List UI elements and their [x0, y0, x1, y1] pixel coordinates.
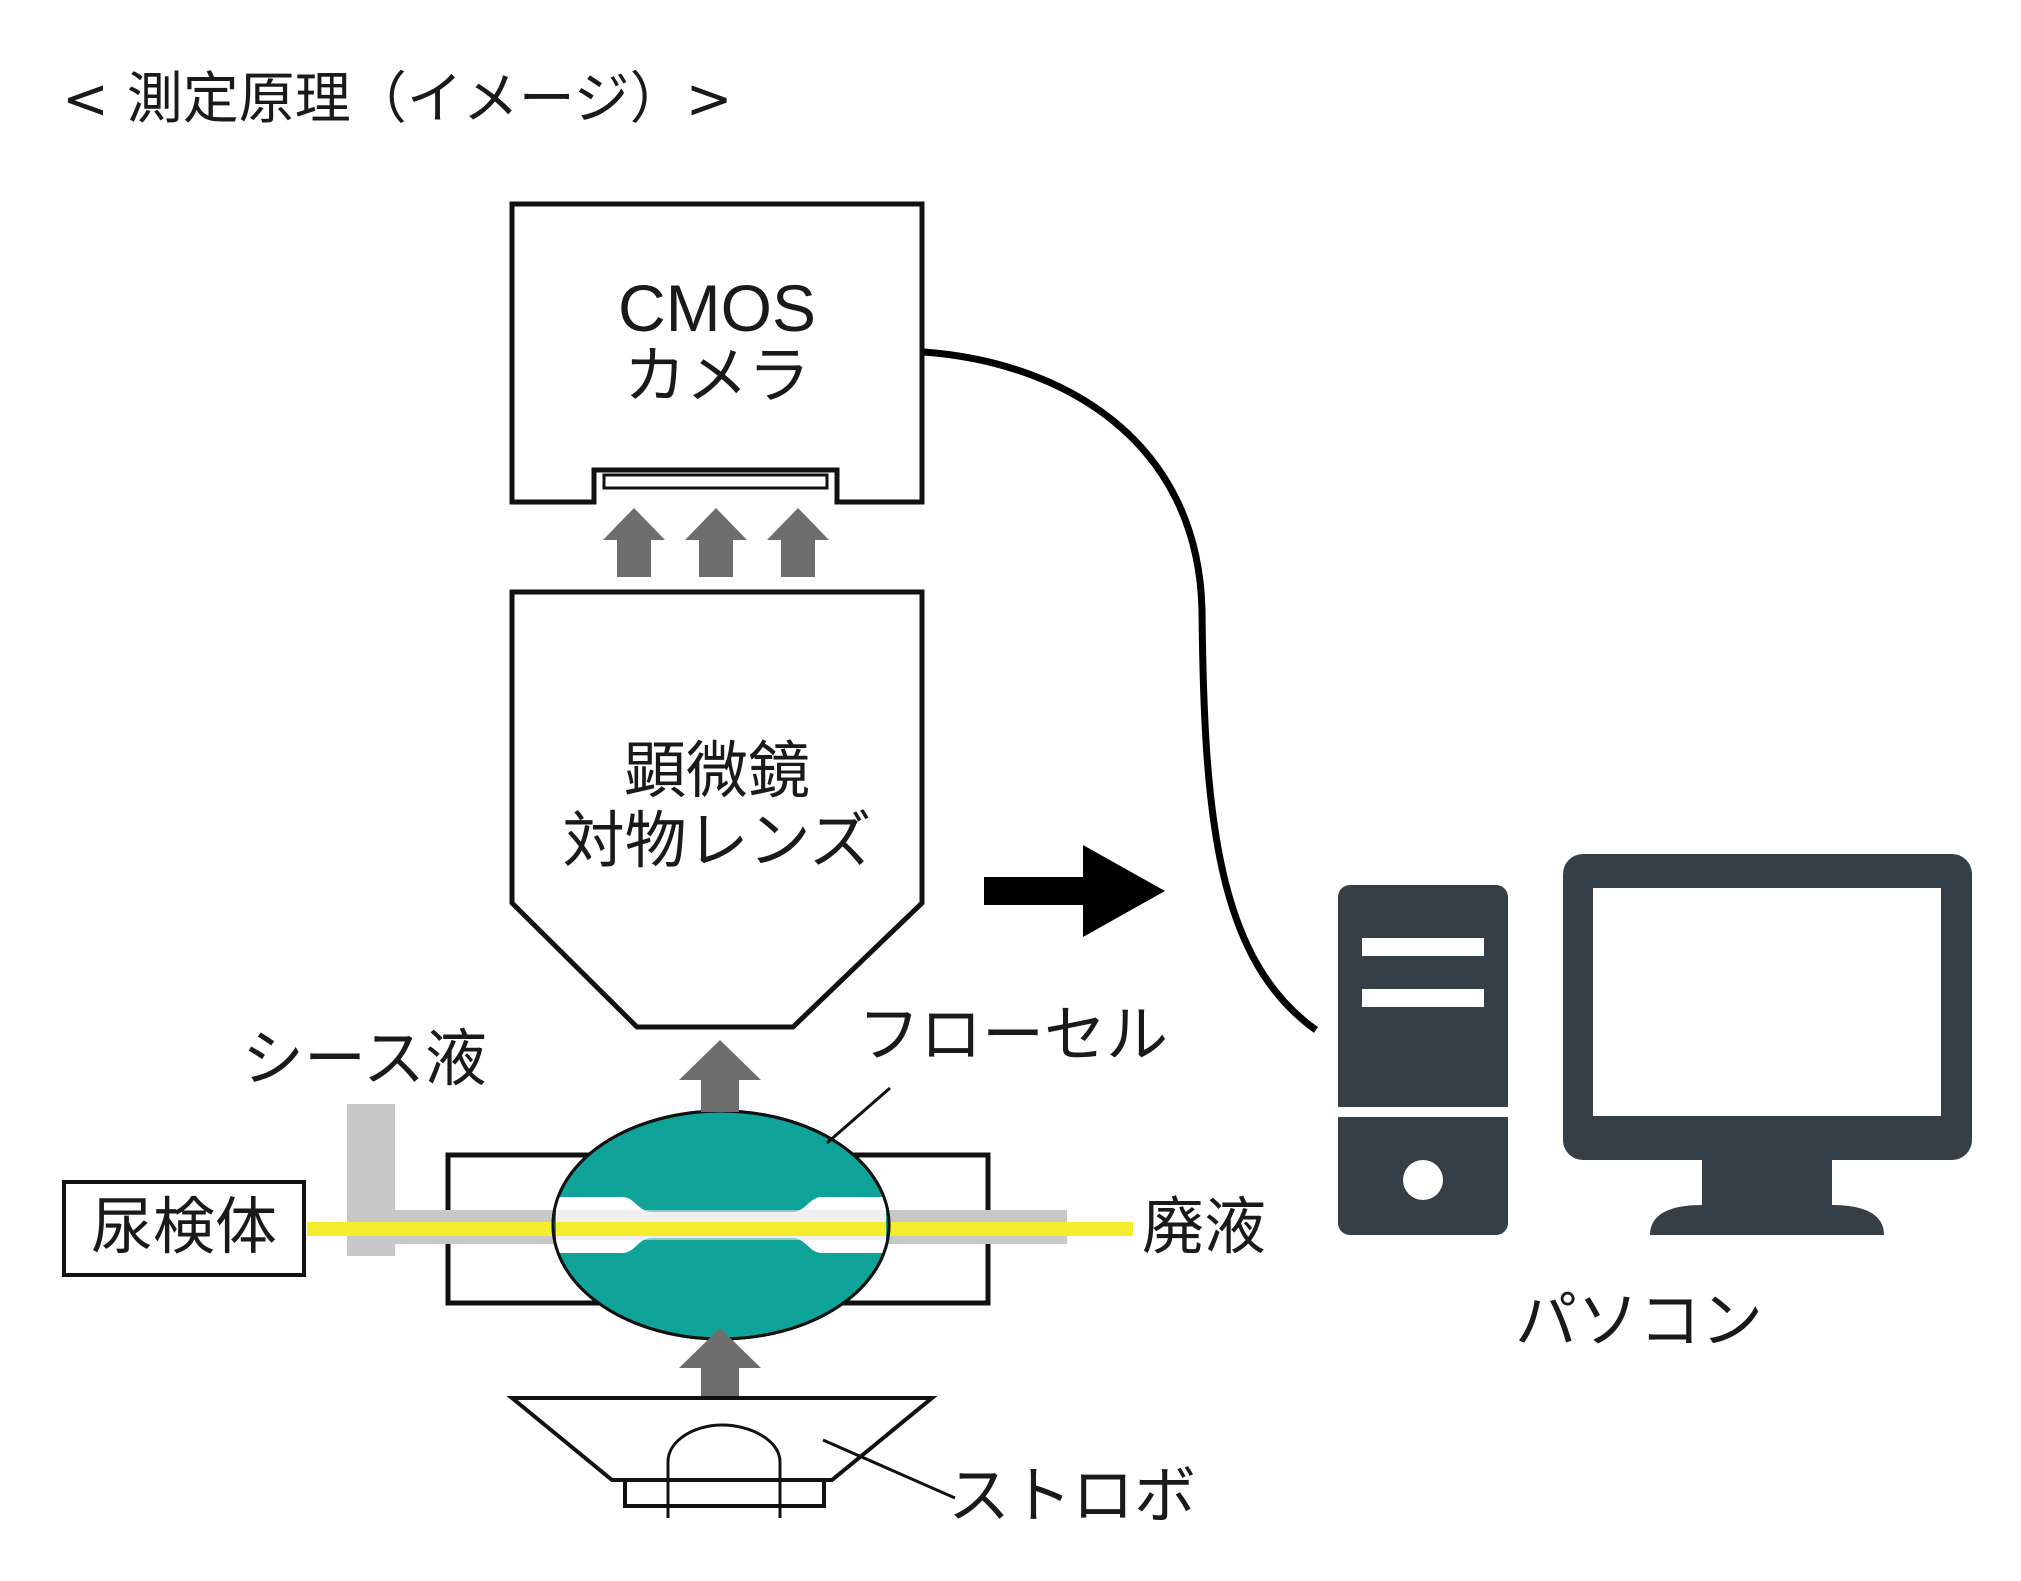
camera-sensor — [602, 473, 829, 490]
lens-label-line2: 対物レンズ — [562, 804, 872, 877]
camera-body — [509, 201, 925, 505]
up-arrow-icon — [679, 1328, 761, 1400]
up-arrow-icon — [679, 1040, 761, 1112]
lens-label-line1: 顕微鏡 — [623, 734, 810, 807]
strobe-label: ストロボ — [948, 1459, 1197, 1532]
flow-cell-label: フローセル — [858, 998, 1169, 1071]
up-arrow-icon — [685, 508, 747, 577]
camera-cable — [923, 348, 1319, 1033]
sheath-fluid-label: シース液 — [242, 1022, 487, 1095]
sample-box — [62, 1180, 306, 1277]
up-arrow-icon — [767, 508, 829, 577]
camera-label-line1: CMOS — [618, 271, 816, 345]
strobe-leader — [822, 1438, 956, 1500]
pc-label: パソコン — [1515, 1284, 1764, 1357]
right-arrow-icon — [984, 845, 1165, 937]
flow-cell-leader — [826, 1086, 891, 1145]
sample-label: 尿検体 — [90, 1190, 277, 1263]
pc-tower-icon — [1338, 885, 1508, 1235]
strobe-base — [623, 1478, 826, 1508]
objective-lens-body — [509, 589, 925, 1030]
strobe-bulb — [666, 1423, 782, 1518]
up-arrow-icon — [603, 508, 665, 577]
monitor-icon — [1563, 854, 1972, 1235]
flow-channel-yellow — [556, 1222, 886, 1236]
strobe-reflector — [506, 1396, 938, 1482]
camera-label-line2: カメラ — [623, 339, 810, 412]
waste-label: 廃液 — [1142, 1190, 1267, 1263]
page-title: < 測定原理（イメージ）> — [62, 67, 733, 132]
